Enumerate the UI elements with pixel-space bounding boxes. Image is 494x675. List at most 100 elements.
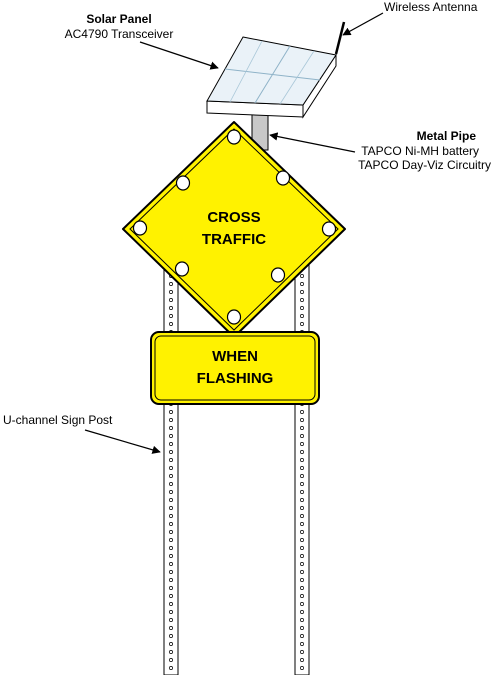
antenna-arrow — [342, 12, 384, 36]
solar-panel — [206, 36, 337, 119]
u-channel-label: U-channel Sign Post — [3, 413, 113, 427]
post-hole — [169, 442, 173, 446]
post-hole — [169, 586, 173, 590]
post-hole — [300, 298, 304, 302]
post-hole — [300, 442, 304, 446]
post-hole — [300, 578, 304, 582]
post-hole — [169, 650, 173, 654]
sign-post-right — [294, 261, 310, 675]
post-hole — [169, 322, 173, 326]
sign-light — [270, 267, 286, 283]
post-hole — [300, 538, 304, 542]
diamond-sign-lights — [132, 129, 337, 325]
metal-pipe-detail-1: TAPCO Ni-MH battery — [361, 144, 479, 158]
post-hole — [169, 666, 173, 670]
post-hole — [300, 530, 304, 534]
post-hole — [169, 610, 173, 614]
post-hole — [169, 618, 173, 622]
post-hole — [169, 522, 173, 526]
post-hole — [169, 530, 173, 534]
post-hole — [169, 602, 173, 606]
post-hole — [300, 586, 304, 590]
post-hole — [300, 506, 304, 510]
post-hole — [300, 650, 304, 654]
plaque-sign-line-2: FLASHING — [196, 370, 274, 387]
post-hole — [300, 642, 304, 646]
post-hole — [300, 546, 304, 550]
plaque-sign — [150, 331, 320, 405]
post-hole — [300, 314, 304, 318]
post-hole — [169, 506, 173, 510]
post-hole — [169, 474, 173, 478]
sign-post-arrow — [84, 429, 161, 454]
post-holes-left — [169, 266, 173, 670]
post-hole — [300, 410, 304, 414]
solar-panel-title: Solar Panel — [86, 12, 152, 26]
post-hole — [300, 282, 304, 286]
sign-post-left — [163, 261, 179, 675]
post-hole — [300, 554, 304, 558]
solar-panel-arrow — [139, 41, 219, 70]
post-hole — [169, 450, 173, 454]
post-hole — [169, 458, 173, 462]
sign-light — [132, 220, 148, 236]
post-hole — [300, 474, 304, 478]
plaque-sign-line-1: WHEN — [212, 348, 258, 365]
post-hole — [169, 466, 173, 470]
post-hole — [300, 482, 304, 486]
post-hole — [300, 658, 304, 662]
sign-light — [321, 221, 337, 237]
post-hole — [300, 290, 304, 294]
post-hole — [300, 666, 304, 670]
sign-light — [275, 170, 291, 186]
post-hole — [169, 306, 173, 310]
post-hole — [300, 274, 304, 278]
post-hole — [300, 322, 304, 326]
post-hole — [169, 570, 173, 574]
post-hole — [169, 482, 173, 486]
post-hole — [169, 554, 173, 558]
diamond-sign-line-2: TRAFFIC — [201, 231, 267, 248]
post-hole — [169, 298, 173, 302]
post-hole — [169, 410, 173, 414]
post-hole — [300, 466, 304, 470]
plaque-sign-text: WHEN FLASHING — [175, 346, 295, 390]
sign-light — [226, 309, 242, 325]
solar-panel-model: AC4790 Transceiver — [64, 27, 174, 41]
post-hole — [300, 634, 304, 638]
post-hole — [169, 498, 173, 502]
metal-pipe-arrow — [269, 132, 356, 153]
post-hole — [169, 634, 173, 638]
post-hole — [169, 562, 173, 566]
post-hole — [169, 418, 173, 422]
post-hole — [300, 450, 304, 454]
post-hole — [300, 306, 304, 310]
post-hole — [169, 546, 173, 550]
post-hole — [300, 434, 304, 438]
sign-light — [174, 261, 190, 277]
post-hole — [169, 578, 173, 582]
diamond-sign-text: CROSS TRAFFIC — [174, 207, 294, 251]
post-hole — [169, 282, 173, 286]
post-hole — [169, 314, 173, 318]
post-hole — [169, 642, 173, 646]
post-hole — [300, 426, 304, 430]
post-hole — [300, 418, 304, 422]
post-hole — [300, 458, 304, 462]
post-hole — [169, 514, 173, 518]
sign-light — [226, 129, 242, 145]
post-hole — [300, 626, 304, 630]
metal-pipe-title: Metal Pipe — [416, 129, 476, 143]
post-hole — [300, 522, 304, 526]
post-hole — [169, 290, 173, 294]
post-hole — [169, 538, 173, 542]
post-hole — [300, 610, 304, 614]
post-hole — [300, 562, 304, 566]
post-hole — [300, 602, 304, 606]
post-hole — [300, 514, 304, 518]
post-hole — [300, 570, 304, 574]
metal-pipe-detail-2: TAPCO Day-Viz Circuitry — [358, 158, 491, 172]
post-hole — [169, 594, 173, 598]
post-hole — [169, 434, 173, 438]
